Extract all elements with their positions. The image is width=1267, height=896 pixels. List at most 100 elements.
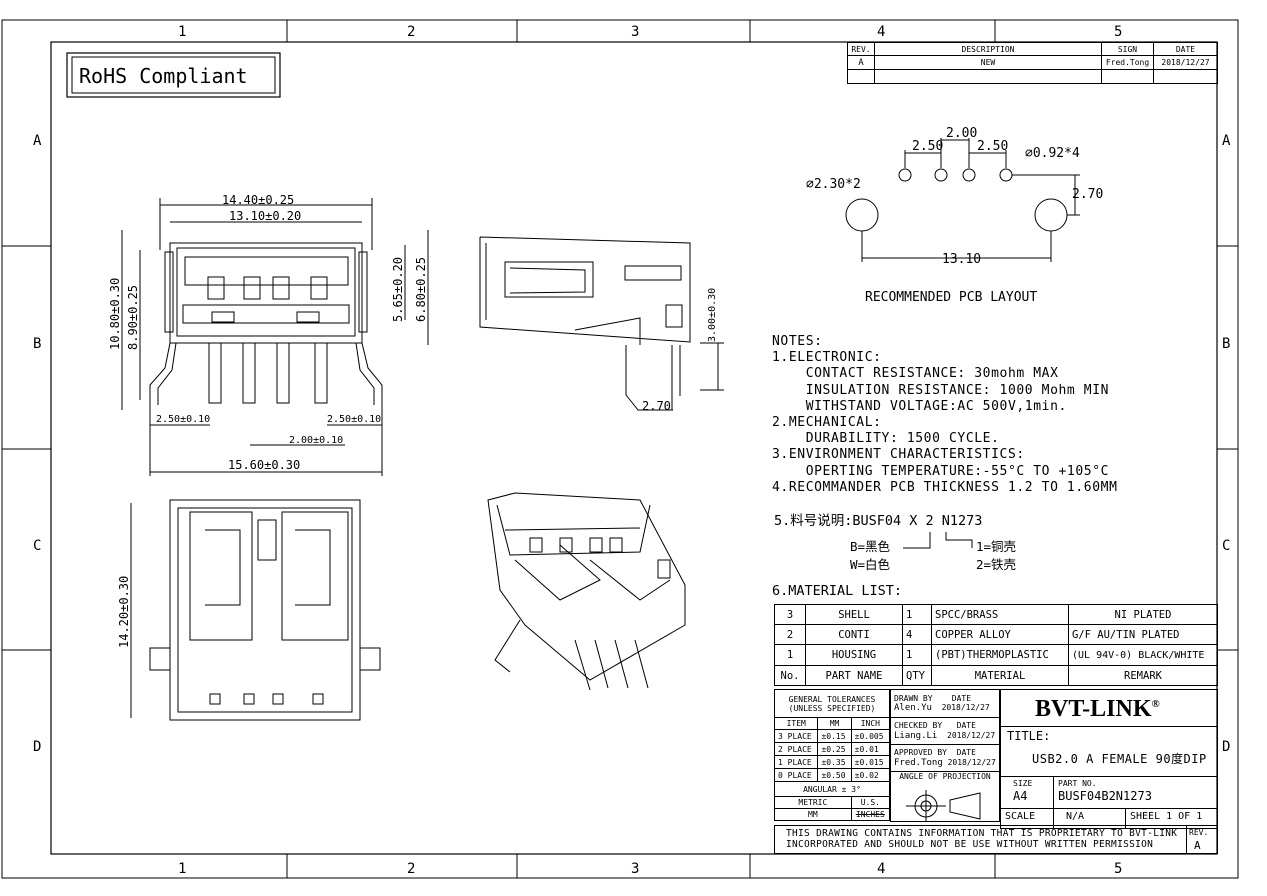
tol-cell: 0 PLACE: [773, 768, 819, 782]
material-cell: 1: [774, 644, 806, 666]
notes-line: 2.MECHANICAL:: [772, 415, 882, 431]
material-cell: COPPER ALLOY: [931, 624, 1069, 645]
pcb-dim-hole-large: ⌀2.30*2: [806, 177, 861, 192]
col-label-3: 3: [631, 24, 639, 40]
size-value: A4: [1013, 789, 1028, 803]
revision-table: REV. DESCRIPTION SIGN DATE A NEW Fred.To…: [847, 42, 1218, 84]
title-label: TITLE:: [1007, 729, 1051, 743]
date-value: 2018/12/27: [1153, 55, 1218, 70]
code-2: 2=铁壳: [976, 557, 1017, 572]
pcb-layout: [845, 138, 1080, 262]
row-label-a: A: [33, 133, 42, 149]
material-cell: (UL 94V-0) BLACK/WHITE: [1068, 644, 1218, 666]
row-label-c-right: C: [1222, 538, 1230, 554]
material-cell: G/F AU/TIN PLATED: [1068, 624, 1218, 645]
side-view: [479, 236, 724, 411]
code-b: B=黑色: [850, 539, 891, 554]
dim-2-50-right: 2.50±0.10: [327, 414, 381, 425]
material-cell: 2: [774, 624, 806, 645]
front-view: [121, 198, 429, 476]
tol-cell: ±0.35: [817, 755, 852, 769]
notes-line: NOTES:: [772, 334, 823, 349]
pcb-dim-2-50-right: 2.50: [977, 139, 1008, 154]
rev-block-value: A: [1194, 839, 1201, 852]
col-label-3-bottom: 3: [631, 861, 639, 877]
scale-label: SCALE: [1005, 811, 1036, 822]
checked-date: 2018/12/27: [947, 731, 996, 740]
notes-line: INSULATION RESISTANCE: 1000 Mohm MIN: [772, 382, 1110, 398]
dim-14-40: 14.40±0.25: [222, 193, 294, 207]
dim-15-60: 15.60±0.30: [228, 458, 300, 472]
tol-cell: ±0.15: [817, 729, 852, 743]
tolerance-title: GENERAL TOLERANCES: [788, 694, 876, 704]
dim-13-10: 13.10±0.20: [229, 209, 301, 223]
rohs-stamp: RoHS Compliant: [79, 64, 248, 88]
col-label-5: 5: [1114, 24, 1122, 40]
bottom-view: [130, 499, 381, 721]
description-value: NEW: [874, 55, 1102, 70]
dim-2-70-side: 2.70: [642, 399, 671, 413]
us-label: U.S.: [850, 796, 891, 809]
sheet-count: SHEEL 1 OF 1: [1130, 811, 1203, 822]
drawn-by-label: DRAWN BY: [894, 694, 933, 703]
sign-value: Fred.Tong: [1101, 55, 1154, 70]
disclaimer-line-1: THIS DRAWING CONTAINS INFORMATION THAT I…: [786, 828, 1178, 839]
isometric-view: [487, 492, 686, 691]
dim-2-50-left: 2.50±0.10: [156, 414, 210, 425]
material-cell: CONTI: [805, 624, 903, 645]
size-label: SIZE: [1013, 779, 1033, 788]
projection-label: ANGLE OF PROJECTION: [890, 771, 1000, 822]
part-no-value: BUSF04B2N1273: [1058, 789, 1152, 803]
dim-2-00: 2.00±0.10: [289, 435, 343, 446]
material-cell: 3: [774, 604, 806, 625]
tol-cell: 2 PLACE: [773, 742, 819, 756]
rev-block-label: REV.: [1189, 828, 1209, 837]
drawing-title: USB2.0 A FEMALE 90度DIP: [1032, 752, 1207, 766]
row-label-b-right: B: [1222, 336, 1230, 352]
title-block-frame: [1000, 689, 1218, 829]
row-label-b: B: [33, 336, 41, 352]
tol-cell: ±0.50: [817, 768, 852, 782]
scale-value: N/A: [1066, 811, 1085, 822]
approved-by-name: Fred.Tong: [894, 758, 943, 768]
disclaimer-frame: [774, 825, 1218, 854]
row-label-d-right: D: [1222, 739, 1230, 755]
material-cell: (PBT)THERMOPLASTIC: [931, 644, 1069, 666]
mm-label: MM: [774, 808, 852, 821]
dim-3-00: 3.00±0.30: [707, 288, 718, 342]
part-no-label: PART NO.: [1058, 779, 1097, 788]
checked-by-name: Liang.Li: [894, 731, 938, 741]
date-header: DATE: [1153, 42, 1218, 56]
col-label-1: 1: [178, 24, 186, 40]
material-cell: 1: [902, 644, 932, 666]
code-1: 1=铜壳: [976, 539, 1017, 554]
tolerance-subtitle: (UNLESS SPECIFIED): [788, 703, 876, 713]
material-cell: NI PLATED: [1068, 604, 1218, 625]
tol-cell: ±0.02: [850, 768, 891, 782]
material-list-title: 6.MATERIAL LIST:: [772, 583, 903, 599]
notes-line: WITHSTAND VOLTAGE:AC 500V,1min.: [772, 398, 1067, 414]
drawn-by-name: Alen.Yu: [894, 703, 932, 713]
tolerance-table: GENERAL TOLERANCES (UNLESS SPECIFIED) IT…: [773, 689, 891, 821]
row-label-a-right: A: [1222, 133, 1231, 149]
material-cell: SPCC/BRASS: [931, 604, 1069, 625]
notes-line: DURABILITY: 1500 CYCLE.: [772, 431, 1000, 447]
dim-5-65: 5.65±0.20: [391, 257, 405, 322]
tol-cell: ±0.25: [817, 742, 852, 756]
material-header: No.: [774, 665, 806, 686]
col-label-1-bottom: 1: [178, 861, 186, 877]
angular-tolerance: ANGULAR ± 3°: [774, 781, 890, 797]
col-label-4: 4: [877, 24, 885, 40]
rev-header: REV.: [847, 42, 875, 56]
checked-by-label: CHECKED BY: [894, 721, 943, 730]
notes-line: OPERTING TEMPERATURE:-55°C TO +105°C: [772, 463, 1110, 479]
material-header: QTY: [902, 665, 932, 686]
tol-cell: 1 PLACE: [773, 755, 819, 769]
description-header: DESCRIPTION: [874, 42, 1102, 56]
material-header: PART NAME: [805, 665, 903, 686]
dim-14-20: 14.20±0.30: [117, 576, 131, 648]
tol-cell: ±0.015: [850, 755, 891, 769]
drawn-date-label: DATE: [951, 694, 972, 703]
approved-date: 2018/12/27: [947, 758, 996, 767]
